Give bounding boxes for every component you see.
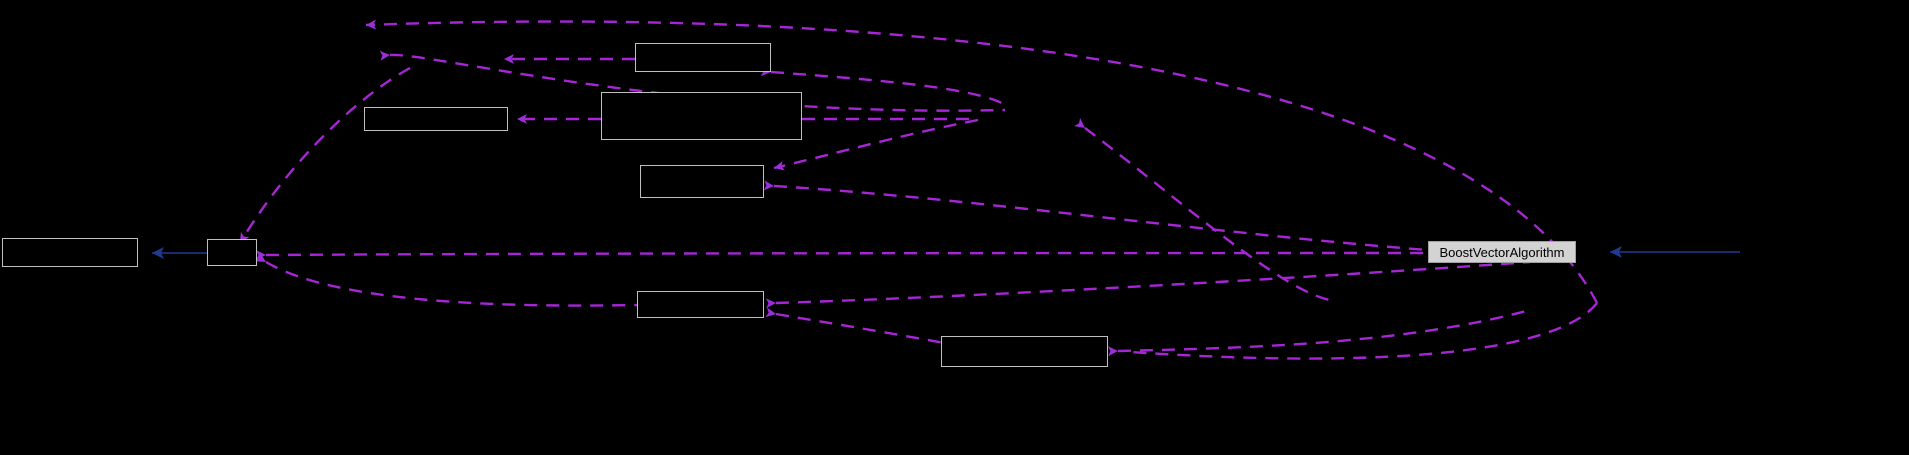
graph-node-boostvectoralgorithm-label: BoostVectorAlgorithm — [1439, 244, 1565, 260]
graph-node-1[interactable] — [207, 239, 257, 266]
graph-node-6[interactable] — [637, 291, 764, 318]
inheritance-edges — [152, 246, 1740, 259]
edge-hub-down-curve — [1129, 302, 1598, 360]
graph-node-5[interactable] — [640, 165, 764, 198]
edge-n3-right-to-hub — [760, 66, 1008, 107]
edge-n6-to-n7 — [765, 307, 961, 348]
edge-n1-to-n6-curve — [254, 252, 638, 307]
graph-node-7[interactable] — [941, 336, 1108, 367]
edge-hub-to-n1-long — [255, 250, 1471, 261]
edge-n7-to-hub — [1107, 308, 1531, 357]
graph-node-3[interactable] — [635, 43, 771, 72]
usage-edges — [238, 19, 1599, 360]
graph-node-boostvectoralgorithm[interactable]: BoostVectorAlgorithm — [1428, 241, 1576, 263]
edge-hub-to-n5-right — [763, 180, 1501, 257]
edge-hub-to-top-arrow-a — [365, 19, 1599, 304]
edge-curve-to-n1-top — [238, 66, 411, 244]
edge-n6-to-hub-upper — [765, 260, 1531, 309]
edge-n4-right-to-top-arrow-b — [379, 50, 1006, 112]
edge-hub-to-n5-upper — [773, 118, 979, 171]
graph-node-0[interactable] — [2, 238, 138, 267]
graph-node-2[interactable] — [364, 107, 508, 131]
graph-node-4[interactable] — [601, 92, 802, 140]
edge-hub-to-n5-lower — [1074, 117, 1331, 302]
